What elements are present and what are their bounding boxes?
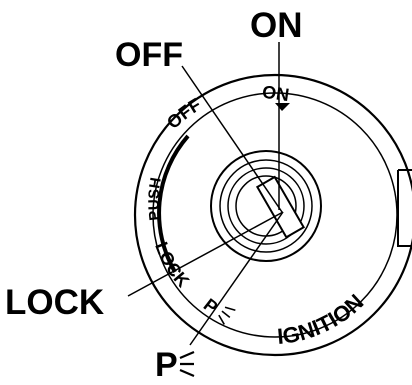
svg-text:P: P [155, 346, 178, 384]
callout-lock: LOCK [5, 283, 104, 322]
callout-park-lamp-icon [180, 352, 194, 376]
callout-park: P [155, 346, 194, 384]
callout-on: ON [250, 6, 303, 45]
callout-off: OFF [115, 36, 183, 74]
ring-label-on: ON [261, 82, 291, 106]
